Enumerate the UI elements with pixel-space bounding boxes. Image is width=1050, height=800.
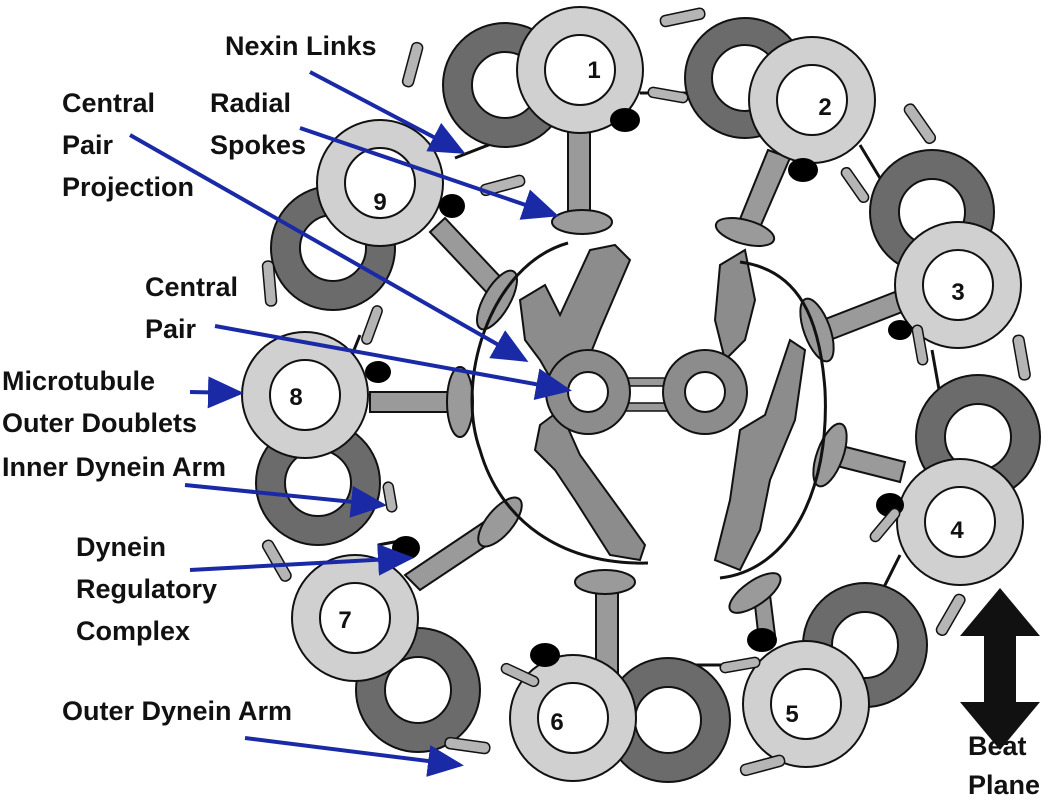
label-central-pair-projection-2: Pair bbox=[62, 130, 114, 160]
doublet-number-9: 9 bbox=[373, 189, 386, 216]
label-central-pair-projection-3: Projection bbox=[62, 172, 194, 202]
inner-arm-6 bbox=[500, 662, 540, 688]
outer-arm-3 bbox=[1012, 334, 1031, 381]
spoke-head-6 bbox=[574, 569, 636, 595]
label-central-pair-2: Pair bbox=[145, 314, 197, 344]
arrow-central-pair-projection bbox=[129, 133, 529, 362]
spoke-head-2 bbox=[714, 217, 776, 247]
outer-arm-5 bbox=[739, 754, 786, 777]
label-radial-spokes-1: Radial bbox=[210, 88, 291, 118]
doublet-number-4: 4 bbox=[950, 517, 964, 544]
label-central-pair-projection-1: Central bbox=[62, 88, 155, 118]
arrow-inner-dynein-arm bbox=[184, 483, 387, 518]
radial-spoke-1 bbox=[567, 129, 591, 216]
label-drc-2: Regulatory bbox=[76, 574, 217, 604]
arrow-outer-doublets bbox=[189, 376, 244, 409]
inner-arm-8 bbox=[361, 305, 383, 345]
drc-9 bbox=[439, 194, 465, 218]
doublet-numbers: 1 2 3 4 5 6 7 8 9 bbox=[289, 57, 964, 736]
spoke-heads bbox=[446, 209, 848, 614]
inner-arm-3 bbox=[911, 324, 929, 366]
spoke-head-8 bbox=[446, 366, 474, 438]
label-drc-3: Complex bbox=[76, 616, 190, 646]
label-outer-doublets-1: Microtubule bbox=[2, 366, 155, 396]
doublet-number-8: 8 bbox=[289, 384, 302, 411]
outer-arm-2 bbox=[903, 103, 937, 145]
label-outer-doublets-2: Outer Doublets bbox=[2, 408, 197, 438]
outer-arm-7 bbox=[261, 539, 292, 582]
central-pair-sheath bbox=[470, 241, 827, 580]
spoke-head-9 bbox=[476, 269, 518, 331]
doublet-number-3: 3 bbox=[951, 279, 964, 306]
projection-left-lower bbox=[533, 408, 647, 562]
projection-left-upper bbox=[518, 243, 632, 397]
spoke-head-1 bbox=[551, 209, 613, 235]
projection-right-lower bbox=[713, 338, 807, 572]
arrow-outer-dynein-arm bbox=[244, 736, 464, 777]
label-nexin-links: Nexin Links bbox=[225, 31, 377, 61]
labels: Nexin Links Central Pair Projection Radi… bbox=[2, 31, 1040, 800]
outer-arm-8 bbox=[261, 260, 278, 307]
inner-arm-2 bbox=[840, 166, 870, 204]
label-drc-1: Dynein bbox=[76, 532, 166, 562]
inner-arm-4 bbox=[869, 507, 901, 543]
spoke-head-7 bbox=[477, 496, 523, 548]
inner-arm-7 bbox=[382, 481, 398, 513]
doublet-number-2: 2 bbox=[818, 94, 831, 121]
label-beat-plane-2: Plane bbox=[968, 770, 1040, 800]
drc-5 bbox=[747, 628, 777, 652]
doublet-number-7: 7 bbox=[338, 607, 351, 634]
label-central-pair-1: Central bbox=[145, 272, 238, 302]
label-outer-dynein-arm: Outer Dynein Arm bbox=[62, 696, 292, 726]
doublet-number-1: 1 bbox=[587, 57, 600, 84]
drc-1 bbox=[610, 108, 640, 132]
central-pair-projections bbox=[518, 243, 807, 572]
label-inner-dynein-arm: Inner Dynein Arm bbox=[2, 452, 226, 482]
label-beat-plane-1: Beat bbox=[968, 731, 1027, 761]
arrow-central-pair bbox=[214, 324, 572, 401]
label-arrows bbox=[129, 70, 572, 777]
label-radial-spokes-2: Spokes bbox=[210, 130, 306, 160]
inner-arm-5 bbox=[719, 656, 761, 674]
dynein-regulatory-complexes bbox=[365, 108, 912, 667]
outer-dynein-arms bbox=[261, 7, 1031, 777]
drc-8 bbox=[365, 361, 391, 383]
outer-arm-4 bbox=[935, 593, 966, 636]
outer-arm-6 bbox=[444, 736, 491, 755]
central-pair bbox=[545, 349, 748, 435]
drc-3 bbox=[888, 320, 912, 340]
outer-arm-1 bbox=[659, 7, 706, 28]
beat-plane-arrow bbox=[960, 588, 1040, 750]
arrow-radial-spokes bbox=[299, 126, 559, 220]
arrow-nexin-links bbox=[309, 70, 466, 154]
spoke-head-4 bbox=[812, 422, 848, 488]
projection-right-upper bbox=[713, 248, 757, 362]
arrow-drc bbox=[189, 543, 414, 576]
drc-6 bbox=[530, 643, 560, 667]
drc-2 bbox=[788, 158, 818, 182]
outer-arm-9 bbox=[401, 41, 424, 88]
doublet-number-5: 5 bbox=[785, 701, 798, 728]
spoke-head-5 bbox=[728, 572, 782, 614]
doublet-number-6: 6 bbox=[550, 709, 563, 736]
inner-arm-1 bbox=[647, 86, 689, 104]
